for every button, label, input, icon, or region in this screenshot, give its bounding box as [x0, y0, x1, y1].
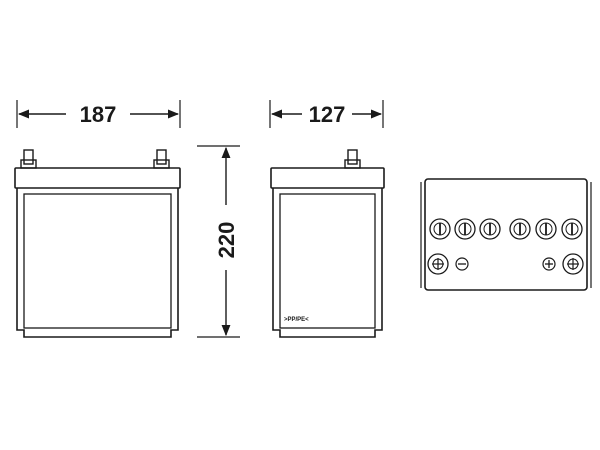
top-outline — [424, 178, 588, 291]
height-dimension: 220 — [197, 145, 240, 338]
battery-top-view — [420, 178, 592, 291]
battery-front-view — [14, 149, 181, 338]
front-lid — [14, 167, 181, 189]
front-terminal-right — [153, 149, 170, 169]
vent-cap — [429, 218, 451, 240]
recycling-mark: >PP/PE< — [284, 317, 309, 323]
width-label: 127 — [309, 102, 346, 127]
vent-cap — [509, 218, 531, 240]
vent-cap — [454, 218, 476, 240]
vent-cap — [535, 218, 557, 240]
battery-side-view: >PP/PE< — [270, 149, 385, 338]
front-panel — [23, 193, 172, 329]
minus-sign-icon — [455, 257, 469, 271]
width-dimension: 127 — [269, 100, 384, 128]
plus-sign-icon — [542, 257, 556, 271]
vent-cap — [561, 218, 583, 240]
side-terminal — [344, 149, 361, 169]
terminal-post-left — [427, 253, 449, 275]
terminal-post-right — [562, 253, 584, 275]
side-panel — [279, 193, 376, 329]
vent-cap — [479, 218, 501, 240]
side-lid — [270, 167, 385, 189]
length-dimension: 187 — [16, 100, 181, 128]
length-label: 187 — [80, 102, 117, 127]
front-terminal-left — [20, 149, 37, 169]
front-body — [16, 188, 179, 338]
side-body — [272, 188, 383, 338]
vent-cap-row — [429, 218, 583, 240]
height-label: 220 — [214, 222, 239, 259]
